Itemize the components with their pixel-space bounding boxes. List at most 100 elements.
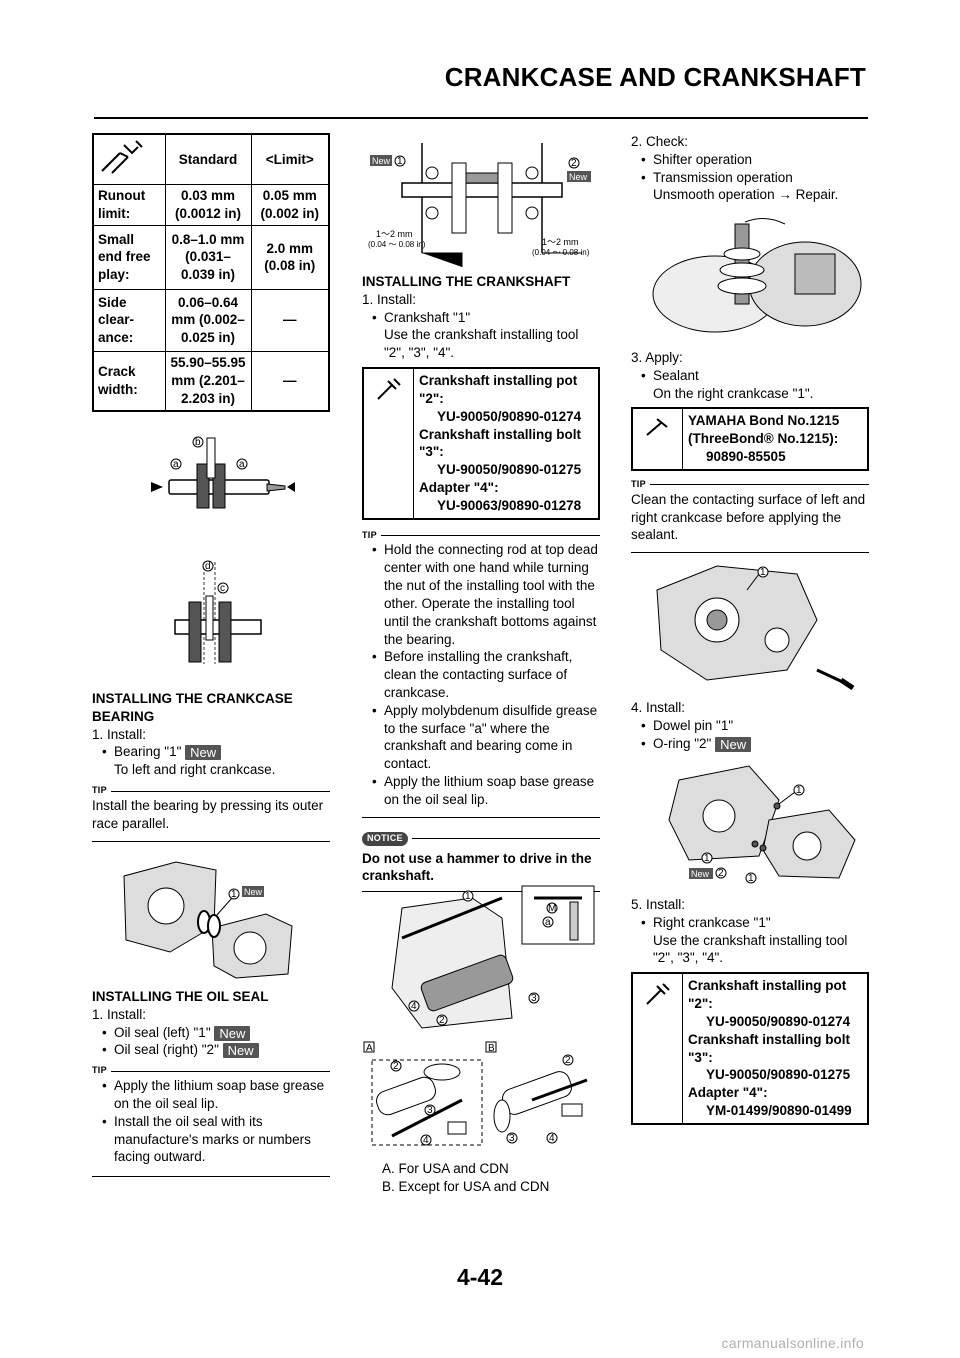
sealant-tip-text: Clean the contacting surface of left and… <box>631 491 866 543</box>
svg-text:2: 2 <box>439 1015 445 1026</box>
header-standard: Standard <box>164 133 252 185</box>
crank-tip-item: Apply the lithium soap base grease on th… <box>362 773 600 809</box>
svg-text:(0.04 ～ 0.08 in): (0.04 ～ 0.08 in) <box>532 248 590 257</box>
tool-part-number: YU-90050/90890-01275 <box>706 1067 851 1083</box>
check-bullet: Shifter operation <box>631 151 869 169</box>
row-limit: — <box>250 288 330 352</box>
crank-detail: Use the crankshaft installing tool "2", … <box>384 327 579 361</box>
new-badge: New <box>715 736 752 752</box>
bearing-heading: INSTALLING THE CRANKCASE BEARING <box>92 691 293 724</box>
row-standard: 55.90–55.95 mm (2.201–2.203 in) <box>164 350 252 412</box>
install4-bullet: O-ring "2" New <box>631 735 869 753</box>
check-bullet: Transmission operation <box>631 169 869 187</box>
label-d: d <box>205 561 211 572</box>
row-limit: 2.0 mm (0.08 in) <box>250 224 330 290</box>
tool-name: Crankshaft installing pot "2": <box>419 373 578 406</box>
row-label: Side clear-ance: <box>92 288 166 352</box>
crankshaft-section-figure: New 1 New 2 1～2 mm (0.04 ～ 0.08 in) 1～2 … <box>368 143 591 267</box>
svg-text:2: 2 <box>571 158 577 169</box>
svg-text:3: 3 <box>427 1105 433 1116</box>
row-label: Crack width: <box>92 350 166 412</box>
apply-detail: On the right crankcase "1". <box>653 385 814 401</box>
new-badge: New <box>222 1043 259 1059</box>
oilseal-step: 1. Install: <box>92 1006 147 1022</box>
bearing-step: 1. Install: <box>92 726 147 742</box>
svg-text:New: New <box>569 172 588 182</box>
label-c: c <box>220 583 225 594</box>
crank-tip-item: Hold the connecting rod at top dead cent… <box>362 541 600 648</box>
tool-name: Crankshaft installing bolt "3": <box>419 426 582 460</box>
row-label: Runout limit: <box>92 183 166 226</box>
svg-text:1: 1 <box>748 873 754 884</box>
tool-name: Crankshaft installing bolt "3": <box>688 1031 851 1065</box>
measure-icon <box>101 140 143 174</box>
install5-step: 5. Install: <box>631 897 686 912</box>
wrench-icon-cell <box>92 133 166 185</box>
install5-bullet: Right crankcase "1" <box>631 914 869 932</box>
apply-step: 3. Apply: <box>631 350 683 365</box>
check-detail: Unsmooth operation → Repair. <box>653 187 839 203</box>
bond-box: YAMAHA Bond No.1215 (ThreeBond® No.1215)… <box>631 407 869 471</box>
install5-detail: Use the crankshaft installing tool "2", … <box>653 932 848 966</box>
row-limit: 0.05 mm (0.002 in) <box>250 183 330 226</box>
title-rule <box>94 117 868 119</box>
label-a: a <box>239 459 245 470</box>
oilseal-tip-item: Apply the lithium soap base grease on th… <box>92 1077 330 1113</box>
row-limit: — <box>250 350 330 412</box>
new-badge: New <box>214 1025 251 1041</box>
notice-badge: NOTICE <box>362 831 408 846</box>
svg-text:2: 2 <box>565 1055 571 1066</box>
notice-text: Do not use a hammer to drive in the cran… <box>362 850 592 884</box>
svg-text:1: 1 <box>397 156 403 167</box>
tool-name: Adapter "4": <box>419 479 499 495</box>
svg-text:1: 1 <box>796 785 802 796</box>
install4-step: 4. Install: <box>631 700 686 715</box>
svg-text:3: 3 <box>509 1133 515 1144</box>
tool-part-number: YU-90050/90890-01275 <box>437 462 582 478</box>
svg-text:New: New <box>244 887 263 897</box>
crankshaft-runout-figure: b a a <box>151 436 295 509</box>
new-badge: New <box>185 745 222 761</box>
bearing-tip-text: Install the bearing by pressing its oute… <box>92 797 324 831</box>
watermark: carmanualsonline.info <box>721 1334 864 1351</box>
tool-name: Adapter "4": <box>688 1085 768 1101</box>
svg-text:1: 1 <box>231 889 237 900</box>
spec-table: Standard <Limit> Runout limit: 0.03 mm (… <box>92 133 330 413</box>
crankcase-sealant-figure: 1 <box>656 565 855 691</box>
svg-text:1～2 mm: 1～2 mm <box>376 229 413 239</box>
svg-text:1: 1 <box>465 891 471 902</box>
oilseal-tip-item: Install the oil seal with its manufactur… <box>92 1113 330 1166</box>
dowel-pin-figure: 1 1 1 New 2 <box>668 765 856 884</box>
crank-bullet: Crankshaft "1" <box>362 309 600 327</box>
crank-heading: INSTALLING THE CRANKSHAFT <box>362 274 571 289</box>
bond-name: YAMAHA Bond No.1215 (ThreeBond® No.1215)… <box>688 413 840 447</box>
crankcase-tool-box: Crankshaft installing pot "2": YU-90050/… <box>631 972 869 1125</box>
crankshaft-clearance-figure: d c <box>174 560 262 664</box>
crank-tip-item: Before installing the crankshaft, clean … <box>362 648 600 701</box>
tool-icon <box>376 378 401 400</box>
bearing-tip: TIP Install the bearing by pressing its … <box>92 785 330 842</box>
row-standard: 0.8–1.0 mm (0.031–0.039 in) <box>164 224 252 290</box>
svg-text:A: A <box>366 1043 373 1054</box>
sealant-tip: TIP Clean the contacting surface of left… <box>631 479 869 554</box>
page-title: CRANKCASE AND CRANKSHAFT <box>444 62 866 92</box>
sealant-icon <box>645 418 668 437</box>
svg-text:B: B <box>488 1043 495 1054</box>
tool-part-number: YU-90063/90890-01278 <box>437 497 582 513</box>
bearing-bullet: Bearing "1" New <box>92 743 330 761</box>
label-b: b <box>195 437 201 448</box>
bearing-detail: To left and right crankcase. <box>114 762 276 778</box>
svg-text:2: 2 <box>393 1061 399 1072</box>
svg-text:1: 1 <box>704 853 710 864</box>
svg-text:3: 3 <box>531 993 537 1004</box>
svg-text:New: New <box>372 156 391 166</box>
oilseal-bullet: Oil seal (right) "2" New <box>92 1041 330 1059</box>
svg-text:4: 4 <box>549 1133 555 1144</box>
bearing-install-figure: 1 New <box>123 861 293 979</box>
tool-icon <box>645 983 670 1005</box>
tool-variants-figure: A B 2 3 4 2 3 4 <box>363 1041 588 1146</box>
oilseal-tip: TIP Apply the lithium soap base grease o… <box>92 1065 330 1178</box>
tool-name: Crankshaft installing pot "2": <box>688 978 847 1012</box>
svg-text:2: 2 <box>718 868 724 879</box>
page-number: 4-42 <box>456 1264 504 1290</box>
